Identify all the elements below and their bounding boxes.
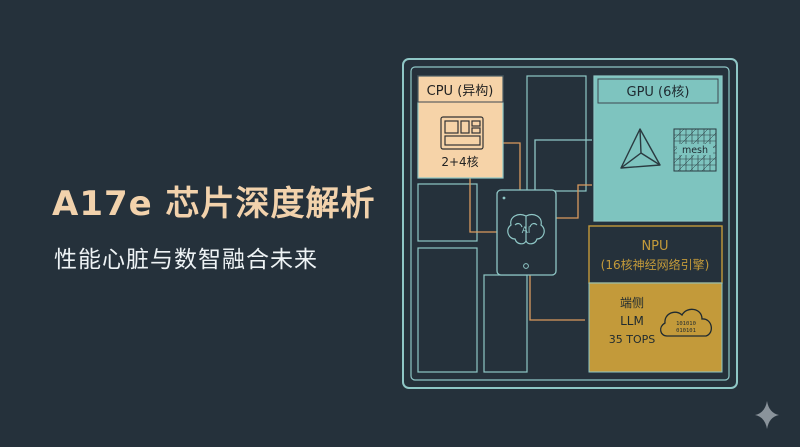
chip-outer-frame (402, 58, 738, 389)
npu-block: NPU (16核神经网络引擎) 端侧 LLM 35 TOPS 101010 01… (588, 225, 723, 373)
empty-block-left-bottom (417, 247, 478, 373)
npu-label-line2: (16核神经网络引擎) (601, 257, 710, 272)
npu-feature-line3: 35 TOPS (609, 333, 656, 346)
chip-inner-frame (410, 66, 730, 381)
connector-ai-npu (529, 275, 585, 321)
mesh-grid-icon: mesh (673, 128, 717, 172)
sparkle-icon (755, 401, 779, 429)
mesh-label: mesh (682, 145, 708, 156)
cloud-bits-line2: 010101 (676, 328, 696, 334)
ai-core-block: AI (496, 189, 557, 276)
connector-ai-gpu-upper (534, 139, 592, 190)
ai-label: AI (522, 226, 531, 236)
connectors (469, 139, 592, 321)
gpu-block: GPU (6核) mesh (593, 75, 723, 222)
cpu-block: CPU (异构) 2+4核 (417, 75, 504, 179)
connector-cpu-gpu (503, 142, 521, 190)
page-subtitle: 性能心脏与数智融合未来 (54, 247, 318, 273)
gpu-label: GPU (6核) (627, 85, 690, 100)
npu-feature-line1: 端侧 (620, 296, 644, 310)
cpu-chip-icon (440, 116, 484, 150)
empty-block-bottom (483, 274, 528, 373)
connector-cpu-ai (469, 178, 497, 233)
page-title: A17e 芯片深度解析 (52, 184, 376, 224)
connector-ai-gpu-lower (556, 184, 592, 219)
cpu-label: CPU (异构) (427, 84, 494, 99)
cpu-label-box (417, 75, 504, 103)
npu-label-line1: NPU (641, 239, 668, 254)
brain-icon (507, 213, 545, 245)
empty-block-top (526, 75, 587, 192)
npu-feature-line2: LLM (620, 314, 644, 328)
cloud-icon: 101010 010101 (660, 308, 712, 337)
pyramid-icon (620, 128, 661, 169)
empty-block-left-mid (417, 183, 478, 242)
gpu-label-box (597, 78, 719, 104)
cpu-cores: 2+4核 (441, 155, 478, 169)
cloud-bits-line1: 101010 (676, 321, 696, 327)
